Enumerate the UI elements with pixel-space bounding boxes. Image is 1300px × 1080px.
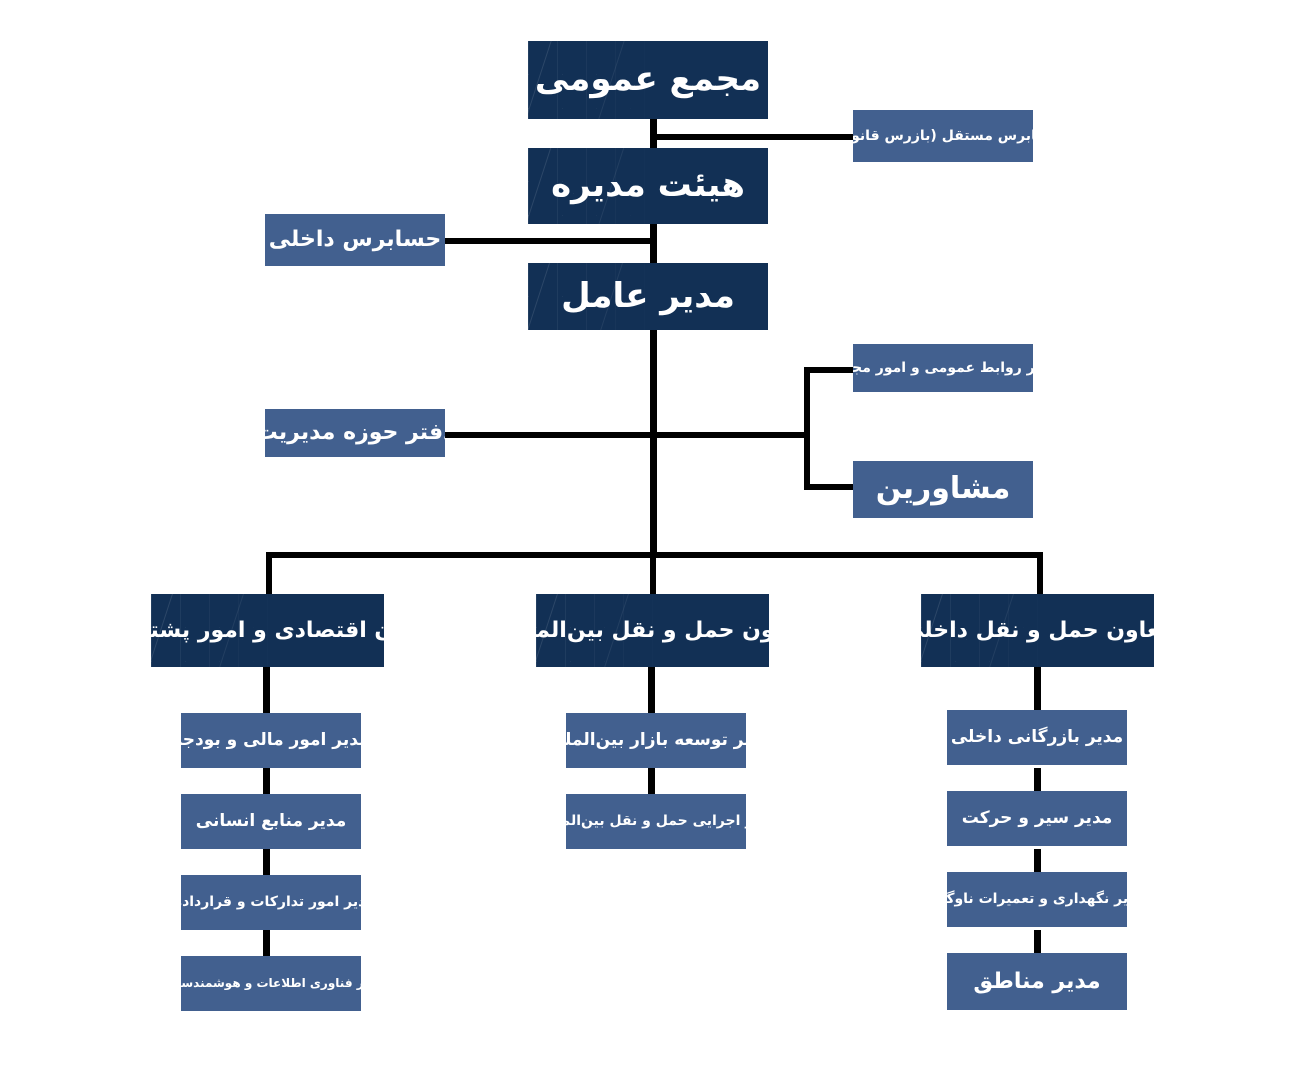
node-domestic-child-3-label: مدیر نگهداری و تعمیرات ناوگان (947, 891, 1127, 908)
node-economic-child-1-label: مدیر امور مالی و بودجه (181, 730, 361, 751)
node-international-child-1-label: مدیر توسعه بازار بین‌المللی (566, 730, 746, 751)
node-domestic-child-2-label: مدیر سیر و حرکت (961, 808, 1113, 829)
connector-economic-to-child-4 (263, 930, 270, 956)
connector-domestic-to-child-4 (1034, 930, 1041, 956)
connector-drop-deputy-international (650, 552, 656, 594)
node-general-assembly-label: مجمع عمومی (534, 59, 762, 100)
node-deputy-economic-label: معاون اقتصادی و امور پشتیبانی (151, 617, 384, 643)
node-deputy-international-label: معاون حمل و نقل بین‌المللی (536, 617, 769, 643)
connector-to-advisors (804, 484, 859, 490)
connector-domestic-to-child-1 (1034, 667, 1041, 713)
node-board-of-directors-label: هیئت مدیره (551, 165, 745, 206)
node-economic-child-3-label: مدیر امور تدارکات و قراردادها (181, 894, 361, 911)
node-economic-child-3[interactable]: مدیر امور تدارکات و قراردادها (181, 875, 361, 930)
node-internal-auditor[interactable]: حسابرس داخلی (265, 214, 445, 266)
connector-economic-to-child-1 (263, 667, 270, 713)
node-deputy-international[interactable]: معاون حمل و نقل بین‌المللی (536, 594, 769, 667)
node-internal-auditor-label: حسابرس داخلی (268, 227, 442, 253)
connector-board-to-internal-auditor (445, 238, 655, 244)
connector-to-public-relations (804, 367, 859, 373)
connector-economic-to-child-2 (263, 768, 270, 794)
node-deputy-economic[interactable]: معاون اقتصادی و امور پشتیبانی (151, 594, 384, 667)
node-advisors-label: مشاورین (875, 471, 1011, 507)
connector-drop-deputy-economic (266, 552, 272, 594)
node-public-relations-manager[interactable]: مدیر روابط عمومی و امور مجامع (853, 344, 1033, 392)
connector-economic-to-child-3 (263, 849, 270, 875)
node-general-assembly[interactable]: مجمع عمومی (528, 41, 768, 119)
node-deputy-domestic[interactable]: معاون حمل و نقل داخلی (921, 594, 1154, 667)
node-economic-child-4[interactable]: مدیر فناوری اطلاعات و هوشمندسازی (181, 956, 361, 1011)
connector-domestic-to-child-2 (1034, 768, 1041, 794)
connector-board-to-independent-auditor (650, 134, 855, 140)
connector-international-to-child-1 (648, 667, 655, 713)
connector-domestic-to-child-3 (1034, 849, 1041, 875)
node-economic-child-1[interactable]: مدیر امور مالی و بودجه (181, 713, 361, 768)
node-domestic-child-1[interactable]: مدیر بازرگانی داخلی (947, 710, 1127, 765)
node-domestic-child-2[interactable]: مدیر سیر و حرکت (947, 791, 1127, 846)
node-international-child-2-label: مدیر اجرایی حمل و نقل بین‌المللی (566, 813, 746, 830)
node-board-of-directors[interactable]: هیئت مدیره (528, 148, 768, 224)
node-managing-director-label: مدیر عامل (561, 275, 735, 316)
connector-director-trunk (650, 330, 657, 558)
node-international-child-2[interactable]: مدیر اجرایی حمل و نقل بین‌المللی (566, 794, 746, 849)
node-international-child-1[interactable]: مدیر توسعه بازار بین‌المللی (566, 713, 746, 768)
node-independent-auditor-label: حسابرس مستقل (بازرس قانونی) (853, 127, 1033, 144)
node-advisors[interactable]: مشاورین (853, 461, 1033, 518)
connector-director-to-management-office (445, 432, 810, 438)
node-domestic-child-4[interactable]: مدیر مناطق (947, 953, 1127, 1010)
node-public-relations-manager-label: مدیر روابط عمومی و امور مجامع (853, 359, 1033, 376)
node-economic-child-2[interactable]: مدیر منابع انسانی (181, 794, 361, 849)
node-deputy-domestic-label: معاون حمل و نقل داخلی (921, 617, 1154, 643)
node-independent-auditor[interactable]: حسابرس مستقل (بازرس قانونی) (853, 110, 1033, 162)
node-economic-child-4-label: مدیر فناوری اطلاعات و هوشمندسازی (181, 976, 361, 991)
node-domestic-child-4-label: مدیر مناطق (973, 968, 1101, 994)
node-economic-child-2-label: مدیر منابع انسانی (195, 811, 347, 832)
node-management-office-label: دفتر حوزه مدیریت (265, 420, 445, 446)
node-managing-director[interactable]: مدیر عامل (528, 263, 768, 330)
node-domestic-child-1-label: مدیر بازرگانی داخلی (950, 727, 1124, 748)
node-management-office[interactable]: دفتر حوزه مدیریت (265, 409, 445, 457)
connector-international-to-child-2 (648, 768, 655, 794)
node-domestic-child-3[interactable]: مدیر نگهداری و تعمیرات ناوگان (947, 872, 1127, 927)
connector-drop-deputy-domestic (1037, 552, 1043, 594)
connector-right-bracket-vertical (804, 367, 810, 490)
